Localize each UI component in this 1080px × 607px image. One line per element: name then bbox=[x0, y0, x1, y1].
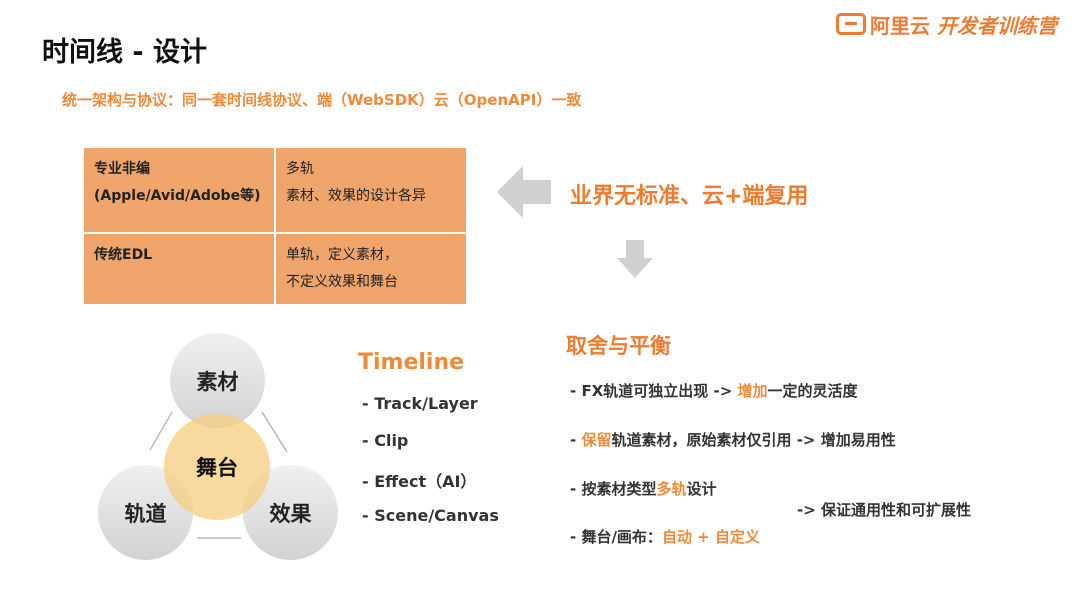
double-arrow-icons bbox=[149, 411, 288, 539]
down-arrow-icon bbox=[617, 240, 653, 278]
cell-text: 素材、效果的设计各异 bbox=[286, 188, 426, 204]
aliyun-bracket-icon bbox=[836, 13, 866, 35]
item-highlight: 自动 + 自定义 bbox=[661, 528, 760, 546]
balance-item: - 舞台/画布：自动 + 自定义 bbox=[570, 526, 760, 547]
table-cell: 专业非编 (Apple/Avid/Adobe等) bbox=[82, 146, 276, 234]
timeline-title: Timeline bbox=[358, 350, 465, 375]
table-row: 专业非编 (Apple/Avid/Adobe等) 多轨素材、效果的设计各异 bbox=[82, 146, 468, 234]
balance-item: - FX轨道可独立出现 -> 增加一定的灵活度 bbox=[570, 380, 858, 401]
comparison-table: 专业非编 (Apple/Avid/Adobe等) 多轨素材、效果的设计各异 传统E… bbox=[82, 146, 468, 306]
table-cell: 多轨素材、效果的设计各异 bbox=[274, 146, 468, 234]
subtitle: 统一架构与协议：同一套时间线协议、端（WebSDK）云（OpenAPI）一致 bbox=[62, 91, 582, 109]
cell-text: 专业非编 bbox=[94, 161, 150, 177]
left-arrow-icon bbox=[497, 166, 551, 218]
aliyun-logo: 阿里云 开发者训练营 bbox=[836, 10, 1057, 39]
cell-text: (Apple/Avid/Adobe等) bbox=[94, 188, 261, 204]
no-standard-text: 业界无标准、云+端复用 bbox=[570, 184, 809, 209]
item-text: 设计 bbox=[686, 480, 717, 498]
item-text: - bbox=[570, 431, 582, 449]
logo-brand: 阿里云 bbox=[870, 14, 930, 38]
item-highlight: 保留 bbox=[581, 431, 612, 449]
item-highlight: 多轨 bbox=[656, 480, 687, 498]
cell-text: 不定义效果和舞台 bbox=[286, 274, 398, 290]
table-cell: 传统EDL bbox=[82, 232, 276, 306]
stage-circle: 舞台 bbox=[164, 414, 270, 520]
item-text: - 舞台/画布： bbox=[570, 528, 662, 546]
table-cell: 单轨，定义素材， 不定义效果和舞台 bbox=[274, 232, 468, 306]
timeline-item: - Scene/Canvas bbox=[362, 506, 499, 525]
logo-program: 开发者训练营 bbox=[936, 14, 1057, 38]
item-text: - 按素材类型 bbox=[570, 480, 657, 498]
balance-item: - 按素材类型多轨设计 bbox=[570, 478, 716, 499]
balance-item: - 保留轨道素材，原始素材仅引用 -> 增加易用性 bbox=[570, 429, 896, 450]
cell-text: 单轨，定义素材， bbox=[286, 247, 398, 263]
item-text: 一定的灵活度 bbox=[767, 382, 858, 400]
item-text: 轨道素材，原始素材仅引用 -> 增加易用性 bbox=[611, 431, 896, 449]
cell-text: 多轨 bbox=[286, 161, 314, 177]
timeline-item: - Effect（AI） bbox=[362, 472, 477, 491]
timeline-item: - Clip bbox=[362, 431, 409, 450]
balance-conclusion: -> 保证通用性和可扩展性 bbox=[797, 501, 972, 519]
item-text: - FX轨道可独立出现 -> bbox=[570, 382, 738, 400]
item-highlight: 增加 bbox=[737, 382, 768, 400]
material-circle: 素材 bbox=[170, 333, 265, 428]
cell-text: 传统EDL bbox=[94, 247, 153, 263]
slide-title: 时间线 - 设计 bbox=[42, 37, 208, 68]
balance-title: 取舍与平衡 bbox=[566, 334, 671, 358]
timeline-item: - Track/Layer bbox=[362, 394, 478, 413]
table-row: 传统EDL 单轨，定义素材， 不定义效果和舞台 bbox=[82, 232, 468, 306]
